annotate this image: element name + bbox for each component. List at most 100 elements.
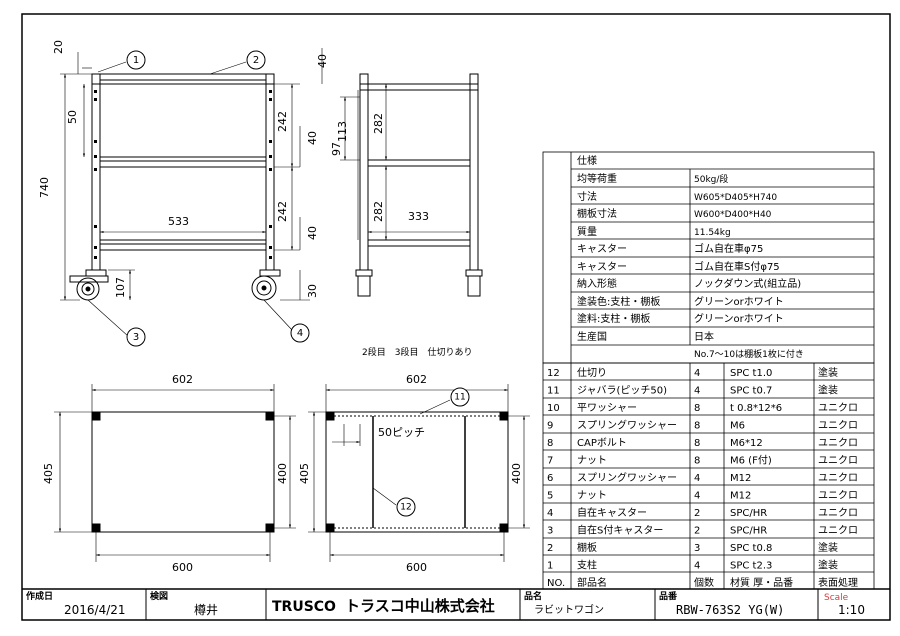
- part-no-5: 5: [547, 491, 553, 502]
- dim-spacing-1: 242: [276, 111, 289, 132]
- part-finish-3: ユニクロ: [818, 525, 858, 537]
- part-qty-10: 8: [694, 403, 700, 414]
- balloon-3: [126, 327, 146, 347]
- part-finish-header: 表面処理: [818, 576, 858, 589]
- part-qty-9: 8: [694, 421, 700, 432]
- spec-label-3: 質量: [577, 225, 597, 238]
- middle-shelf: [99, 156, 267, 168]
- dim-side-113: 113: [336, 121, 349, 142]
- balloon-text-11: 11: [454, 393, 465, 403]
- part-finish-10: ユニクロ: [818, 402, 858, 414]
- part-material-header: 材質 厚・品番: [730, 576, 793, 589]
- part-qty-8: 8: [694, 438, 700, 449]
- part-no-8: 8: [547, 438, 553, 449]
- bottom-shelf: [99, 239, 267, 251]
- spec-label-5: キャスター: [577, 261, 627, 273]
- part-no-header: NO.: [547, 578, 565, 589]
- part-material-10: t 0.8*12*6: [730, 403, 782, 414]
- inspector-label: 検図: [150, 590, 168, 602]
- part-no-10: 10: [547, 403, 560, 414]
- caster-left: [69, 269, 109, 301]
- balloon-12: [396, 497, 416, 517]
- part-name-2: 棚板: [577, 541, 597, 554]
- spec-value-2: W600*D400*H40: [694, 210, 772, 220]
- part-finish-2: 塗装: [818, 541, 838, 554]
- part-name-header: 部品名: [577, 576, 607, 589]
- front-view: [60, 48, 323, 337]
- trusco-logo: TRUSCO: [272, 599, 336, 615]
- part-material-11: SPC t0.7: [730, 386, 772, 397]
- part-qty-12: 4: [694, 368, 700, 379]
- product-name-value: ラビットワゴン: [534, 603, 604, 616]
- balloon-text-4: 4: [297, 328, 303, 339]
- part-finish-11: 塗装: [818, 384, 838, 397]
- product-name-label: 品名: [524, 590, 542, 602]
- spec-value-6: ノックダウン式(組立品): [694, 277, 801, 290]
- tvr-depth-right: 400: [510, 463, 523, 484]
- part-no-9: 9: [547, 421, 553, 432]
- part-name-4: 自在キャスター: [577, 506, 647, 519]
- scale-value: 1:10: [838, 603, 865, 617]
- spec-value-1: W605*D405*H740: [694, 193, 777, 203]
- part-qty-1: 4: [694, 561, 700, 572]
- part-name-7: ナット: [577, 455, 607, 467]
- caster-right: [251, 269, 281, 301]
- part-number-label: 品番: [659, 590, 678, 602]
- top-view-right: [308, 384, 530, 562]
- part-finish-1: 塗装: [818, 559, 838, 572]
- sheet-border: [21, 13, 891, 621]
- part-finish-9: ユニクロ: [818, 420, 858, 432]
- dim-inner-width: 533: [168, 215, 189, 228]
- part-finish-12: 塗装: [818, 366, 838, 379]
- spec-value-7: グリーンorホワイト: [694, 295, 784, 308]
- side-view: [340, 73, 483, 297]
- part-no-1: 1: [547, 561, 553, 572]
- spec-label-6: 納入形態: [577, 277, 617, 290]
- tvl-depth-right: 400: [276, 463, 289, 484]
- part-no-7: 7: [547, 456, 553, 467]
- part-qty-11: 4: [694, 386, 700, 397]
- tvl-depth-left: 405: [42, 463, 55, 484]
- date-value: 2016/4/21: [64, 603, 126, 617]
- part-no-2: 2: [547, 543, 553, 554]
- part-no-12: 12: [547, 368, 560, 379]
- part-name-5: ナット: [577, 490, 607, 502]
- spec-value-9: 日本: [694, 330, 714, 343]
- spec-label-8: 塗料:支柱・棚板: [577, 312, 650, 325]
- part-finish-4: ユニクロ: [818, 507, 858, 519]
- part-material-9: M6: [730, 421, 745, 432]
- part-material-12: SPC t1.0: [730, 368, 772, 379]
- balloon-4: [290, 323, 310, 343]
- dim-thick-2: 40: [306, 226, 319, 240]
- part-qty-5: 4: [694, 491, 700, 502]
- dim-side-282b: 282: [372, 201, 385, 222]
- part-qty-7: 8: [694, 456, 700, 467]
- spec-label-2: 棚板寸法: [577, 207, 617, 220]
- balloon-text-1: 1: [133, 55, 139, 66]
- dim-height: 740: [38, 177, 51, 198]
- company-name: トラスコ中山株式会社: [345, 597, 495, 615]
- part-material-3: SPC/HR: [730, 526, 767, 537]
- part-name-6: スプリングワッシャー: [577, 471, 677, 484]
- view-caption: 2段目 3段目 仕切りあり: [362, 346, 472, 358]
- part-finish-5: ユニクロ: [818, 490, 858, 502]
- tvr-width-bottom: 600: [406, 561, 427, 574]
- top-shelf: [91, 73, 275, 85]
- left-post: [91, 73, 101, 271]
- part-name-11: ジャバラ(ピッチ50): [577, 385, 667, 397]
- spec-table: [542, 151, 875, 364]
- dim-thick-1: 40: [306, 131, 319, 145]
- tvr-pitch: 50ピッチ: [378, 426, 425, 439]
- tvr-depth-left: 405: [298, 463, 311, 484]
- side-caster-left: [355, 269, 373, 297]
- dim-side-97: 97: [330, 142, 343, 156]
- side-left-post: [359, 73, 369, 271]
- balloon-11: [450, 387, 470, 407]
- part-finish-7: ユニクロ: [818, 455, 858, 467]
- dim-spacing-2: 242: [276, 201, 289, 222]
- tvl-width-bottom: 600: [172, 561, 193, 574]
- dim-side-333: 333: [408, 210, 429, 223]
- part-material-5: M12: [730, 491, 751, 502]
- date-label: 作成日: [26, 590, 53, 602]
- tvr-width-top: 602: [406, 373, 427, 386]
